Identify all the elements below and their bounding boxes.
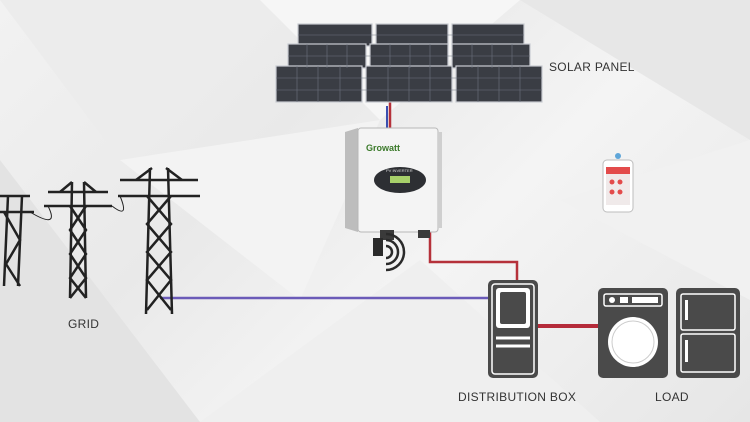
washing-machine-icon bbox=[598, 288, 668, 378]
phone-icon bbox=[602, 153, 634, 213]
fridge-icon bbox=[676, 288, 740, 378]
grid-label: GRID bbox=[68, 317, 100, 331]
pylon-icon bbox=[0, 167, 200, 315]
wifi-icon bbox=[373, 232, 406, 272]
distribution-box-icon bbox=[488, 280, 538, 378]
inverter-to-box-line bbox=[428, 232, 519, 282]
load-label: LOAD bbox=[655, 390, 689, 404]
distribution-box-label: DISTRIBUTION BOX bbox=[458, 390, 577, 404]
solar-panel-label: SOLAR PANEL bbox=[549, 60, 635, 74]
inverter-screen-text: PV INVERTER bbox=[386, 168, 413, 173]
solar-panel-icon bbox=[275, 23, 543, 103]
inverter-icon: Growatt PV INVERTER bbox=[345, 127, 442, 240]
inverter-brand-text: Growatt bbox=[366, 143, 400, 153]
